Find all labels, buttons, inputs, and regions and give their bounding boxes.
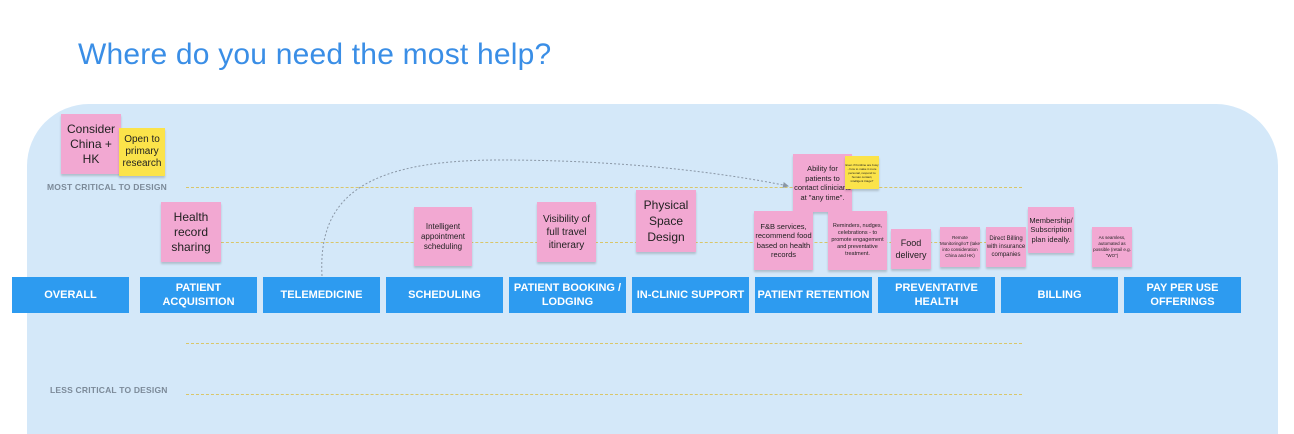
priority-board [27,104,1278,434]
sticky-note[interactable]: Physical Space Design [636,190,696,252]
category-patient-retention[interactable]: PATIENT RETENTION [755,277,872,313]
category-patient-booking-lodging[interactable]: PATIENT BOOKING / LODGING [509,277,626,313]
sticky-note[interactable]: Ability for patients to contact clinicia… [793,154,852,212]
category-preventative-health[interactable]: PREVENTATIVE HEALTH [878,277,995,313]
sticky-note[interactable]: As seamless, automated as possible (reta… [1092,227,1132,267]
sticky-note[interactable]: Remote Monitoring/IoT (take into conside… [940,227,980,267]
guide-line-upper-mid [186,242,1022,243]
page-title: Where do you need the most help? [78,38,552,71]
sticky-note[interactable]: Food delivery [891,229,931,269]
connector-arrow[interactable] [0,0,1294,425]
category-overall[interactable]: OVERALL [12,277,129,313]
category-scheduling[interactable]: SCHEDULING [386,277,503,313]
sticky-note[interactable]: Consider China + HK [61,114,121,174]
sticky-note[interactable]: Direct Billing with insurance companies [986,227,1026,267]
sticky-note[interactable]: Visibility of full travel itinerary [537,202,596,262]
guide-line-bottom [186,394,1022,395]
sticky-note[interactable]: Health record sharing [161,202,221,262]
sticky-note[interactable]: Reminders, nudges, celebrations - to pro… [828,211,887,270]
category-in-clinic-support[interactable]: IN-CLINIC SUPPORT [632,277,749,313]
sticky-note[interactable]: Even if frontline are busy - how to make… [845,156,879,189]
sticky-note[interactable]: Intelligent appointment scheduling [414,207,472,266]
sticky-note[interactable]: Membership/Subscription plan ideally. [1028,207,1074,253]
category-patient-acquisition[interactable]: PATIENT ACQUISITION [140,277,257,313]
category-telemedicine[interactable]: TELEMEDICINE [263,277,380,313]
less-critical-label: LESS CRITICAL TO DESIGN [50,385,168,395]
guide-line-lower-mid [186,343,1022,344]
category-pay-per-use-offerings[interactable]: PAY PER USE OFFERINGS [1124,277,1241,313]
sticky-note[interactable]: F&B services, recommend food based on he… [754,211,813,270]
sticky-note[interactable]: Open to primary research [119,128,165,176]
most-critical-label: MOST CRITICAL TO DESIGN [47,182,167,192]
category-billing[interactable]: BILLING [1001,277,1118,313]
guide-line-top [186,187,1022,188]
